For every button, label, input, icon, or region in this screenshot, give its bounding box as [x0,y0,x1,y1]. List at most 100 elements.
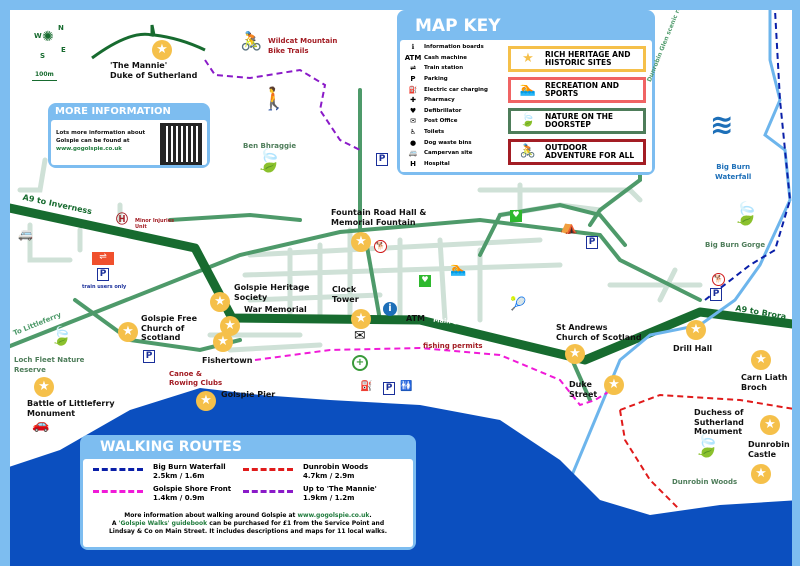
hospital-icon: H [410,159,416,168]
more-info-text: Lots more information about Golspie can … [56,129,145,153]
qr-code-icon[interactable] [160,123,202,165]
category-line2: HISTORIC SITES [545,58,612,67]
legend-label: Information boards [424,44,484,51]
train-icon: ⇌ [410,64,416,73]
duke-street-star-icon[interactable]: ★ [604,375,624,395]
atm-label[interactable]: ATM [406,314,425,323]
carn-liath-star-icon[interactable]: ★ [751,350,771,370]
category-line1: RICH HERITAGE AND [545,49,631,59]
pier-star-icon[interactable]: ★ [196,391,216,411]
walking-route-item[interactable]: Up to 'The Mannie'1.9km / 1.2m [303,485,377,502]
category-line1: RECREATION AND [545,80,620,90]
drill-hall-star-icon[interactable]: ★ [686,320,706,340]
legend-label: Pharmacy [424,97,455,104]
defibrillator-icon[interactable]: ♥ [419,275,431,287]
routes-footer-line2: A 'Golspie Walks' guidebook can be purch… [111,520,385,527]
post-office-icon[interactable]: ✉ [354,328,366,344]
mannie-label: 'The Mannie'Duke of Sutherland [110,61,197,80]
more-info-link[interactable]: www.gogolspie.co.uk [56,146,122,152]
scale-bar: 100m [32,70,57,81]
drill-hall-label[interactable]: Drill Hall [673,344,713,353]
parking-icon[interactable]: P [586,236,598,249]
star-icon: ★ [522,50,534,66]
parking-icon[interactable]: P [376,153,388,166]
dunrobin-woods-label[interactable]: Dunrobin Woods [672,478,738,486]
st-andrews-star-icon[interactable]: ★ [565,344,585,364]
post-office-icon: ✉ [410,117,416,126]
war-memorial-label[interactable]: War Memorial [244,305,307,314]
category-line1: OUTDOOR [545,142,588,152]
pharmacy-icon[interactable]: + [352,355,368,371]
toilets-icon: ♿ [409,128,417,137]
ev-charging-icon: ⛽ [360,381,373,392]
route-name: Golspie Shore Front [153,485,232,493]
leaf-icon: 🍃 [50,326,73,347]
mannie-star-icon[interactable]: ★ [152,40,172,60]
map-key-title: MAP KEY [415,16,501,36]
category-line2: DOORSTEP [545,120,591,129]
fountain-star-icon[interactable]: ★ [351,232,371,252]
parking-icon[interactable]: P [383,382,395,395]
walking-routes-title: WALKING ROUTES [100,439,242,455]
defibrillator-icon[interactable]: ♥ [510,210,522,222]
gogolspie-link[interactable]: www.gogolspie.co.uk [297,512,370,519]
info-board-icon[interactable]: i [383,302,397,316]
big-burn-gorge-label[interactable]: Big Burn Gorge [705,241,766,249]
a9-road [10,203,792,365]
route-name: Dunrobin Woods [303,463,369,471]
dunrobin-castle-star-icon[interactable]: ★ [751,464,771,484]
ev-charging-icon: ⛽ [408,85,418,94]
war-memorial-star-icon[interactable]: ★ [220,316,240,336]
parking-icon[interactable]: P [143,350,155,363]
ben-bhraggie-label[interactable]: Ben Bhraggie [243,142,297,150]
legend-label: Hospital [424,160,450,167]
canoe-rowing-label[interactable]: Canoe &Rowing Clubs [169,370,223,387]
route-distance: 2.5km / 1.6m [153,471,205,480]
fishertown-label[interactable]: Fishertown [202,356,253,365]
heritage-star-icon[interactable]: ★ [210,292,230,312]
free-church-star-icon[interactable]: ★ [118,322,138,342]
legend-item: ⛽ Electric car charging [402,84,488,95]
fishing-permits-label[interactable]: fishing permits [423,342,483,350]
playground-icon: ⛺ [560,219,578,235]
fishertown-star-icon[interactable]: ★ [213,332,233,352]
legend-label: Parking [424,76,448,83]
guidebook-link[interactable]: 'Golspie Walks' guidebook [118,520,208,527]
legend-label: Cash machine [424,54,468,61]
more-info-panel: MORE INFORMATION Lots more information a… [48,103,210,168]
compass-e: E [61,46,66,54]
train-station-icon[interactable]: ⇌ [92,252,114,265]
tennis-icon: 🎾 [510,297,527,312]
mannie-line1: 'The Mannie' [110,61,168,70]
legend-label: Electric car charging [424,86,488,93]
parking-icon[interactable]: P [97,268,109,281]
littleferry-star-icon[interactable]: ★ [34,377,54,397]
clock-tower-star-icon[interactable]: ★ [351,309,371,329]
legend-label: Defibrillator [424,107,462,114]
golspie-pier-label[interactable]: Golspie Pier [221,390,276,399]
legend-item: H Hospital [402,159,488,170]
train-users-label: train users only [82,284,127,290]
parking-icon[interactable]: P [710,288,722,301]
pharmacy-icon: ✚ [410,96,416,105]
fountain-label[interactable]: Fountain Road Hall &Memorial Fountain [331,208,427,227]
duchess-star-icon[interactable]: ★ [760,415,780,435]
